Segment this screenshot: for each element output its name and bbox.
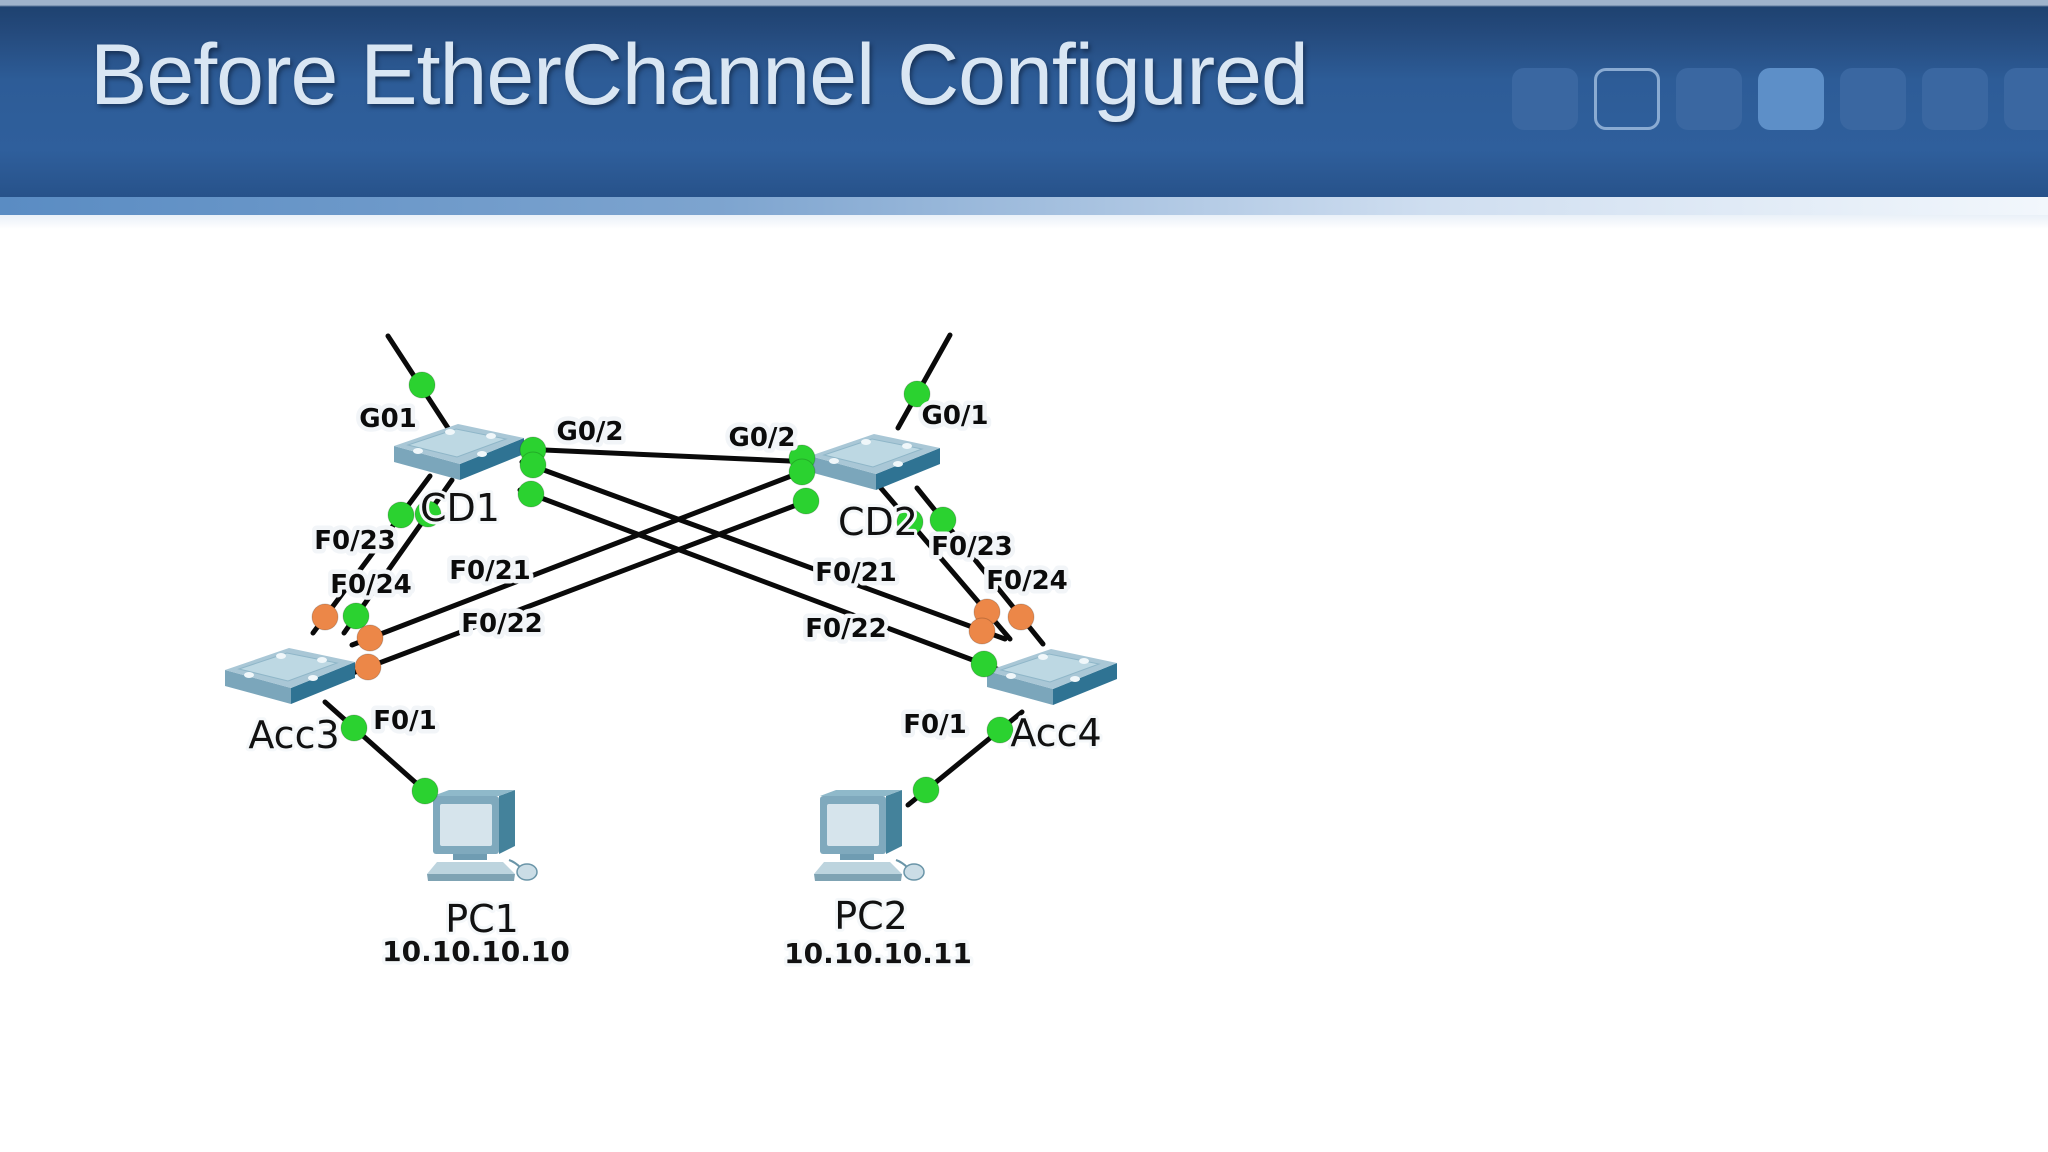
pc-pc1[interactable]	[426, 789, 538, 882]
slide-title: Before EtherChannel Configured	[90, 27, 1309, 123]
device-label-pc2: PC2	[834, 894, 908, 938]
port-status-dot-orange	[356, 624, 384, 652]
port-label: G01	[359, 404, 417, 434]
header-fade	[0, 215, 2048, 229]
port-status-dot-green	[414, 500, 442, 528]
port-status-dot-green	[912, 776, 940, 804]
port-status-dot-green	[342, 602, 370, 630]
switch-icon	[986, 648, 1118, 706]
ip-label-pc1: 10.10.10.10	[382, 935, 570, 968]
port-status-dot-green	[517, 480, 545, 508]
status-dots-layer	[311, 371, 1035, 805]
port-status-dot-orange	[354, 653, 382, 681]
header-decor-squares	[1512, 68, 2048, 130]
port-label: F0/21	[449, 556, 531, 586]
port-label: F0/23	[931, 532, 1013, 562]
header-decor-square-4	[1758, 68, 1824, 130]
port-status-dot-green	[970, 650, 998, 678]
port-label: F0/23	[314, 526, 396, 556]
port-status-dot-green	[929, 506, 957, 534]
header-decor-square-5	[1840, 68, 1906, 130]
port-status-dot-green	[408, 371, 436, 399]
switch-cd2[interactable]	[809, 433, 941, 491]
port-status-dot-green	[519, 451, 547, 479]
switch-acc4[interactable]	[986, 648, 1118, 706]
port-status-dot-green	[903, 380, 931, 408]
port-status-dot-green	[896, 508, 924, 536]
port-status-dot-green	[788, 458, 816, 486]
port-label: G0/2	[556, 417, 623, 447]
port-label: F0/22	[461, 609, 543, 639]
header-accent-strip	[0, 197, 2048, 215]
link-cd2-uplink-g01[interactable]	[895, 332, 953, 431]
switch-acc3[interactable]	[224, 647, 356, 705]
port-label: G0/1	[921, 401, 988, 431]
port-status-dot-orange	[311, 603, 339, 631]
ip-label-pc2: 10.10.10.11	[784, 937, 972, 970]
port-status-dot-green	[387, 501, 415, 529]
port-label: F0/22	[805, 614, 887, 644]
port-status-dot-green	[792, 487, 820, 515]
header-decor-square-1	[1512, 68, 1578, 130]
port-label: F0/1	[373, 706, 436, 736]
port-status-dot-orange	[968, 617, 996, 645]
link-cd2-acc3-f021[interactable]	[349, 465, 815, 648]
port-status-dot-green	[986, 716, 1014, 744]
port-label: G0/2	[728, 423, 795, 453]
link-cd1-acc4-f022[interactable]	[517, 487, 1013, 677]
port-label: F0/21	[815, 558, 897, 588]
link-cd2-acc3-f022[interactable]	[347, 495, 818, 677]
pc-icon	[426, 789, 538, 882]
device-label-cd1: CD1	[420, 486, 500, 530]
port-status-dot-orange	[1007, 603, 1035, 631]
port-label: F0/24	[330, 570, 412, 600]
link-cd1-cd2-g02[interactable]	[519, 446, 815, 465]
header-decor-square-7	[2004, 68, 2048, 130]
device-label-acc4: Acc4	[1010, 711, 1101, 755]
port-status-dot-green	[340, 714, 368, 742]
header-decor-square-2	[1594, 68, 1660, 130]
port-label: F0/24	[986, 566, 1068, 596]
device-label-pc1: PC1	[445, 897, 519, 941]
port-label: F0/1	[903, 710, 966, 740]
header-decor-square-6	[1922, 68, 1988, 130]
link-cd1-acc4-f021[interactable]	[519, 459, 1008, 642]
switch-icon	[809, 433, 941, 491]
device-label-cd2: CD2	[838, 500, 918, 544]
device-label-acc3: Acc3	[248, 713, 339, 757]
switch-icon	[224, 647, 356, 705]
slide-header: Before EtherChannel Configured	[0, 0, 2048, 197]
port-status-dot-green	[411, 777, 439, 805]
header-decor-square-3	[1676, 68, 1742, 130]
